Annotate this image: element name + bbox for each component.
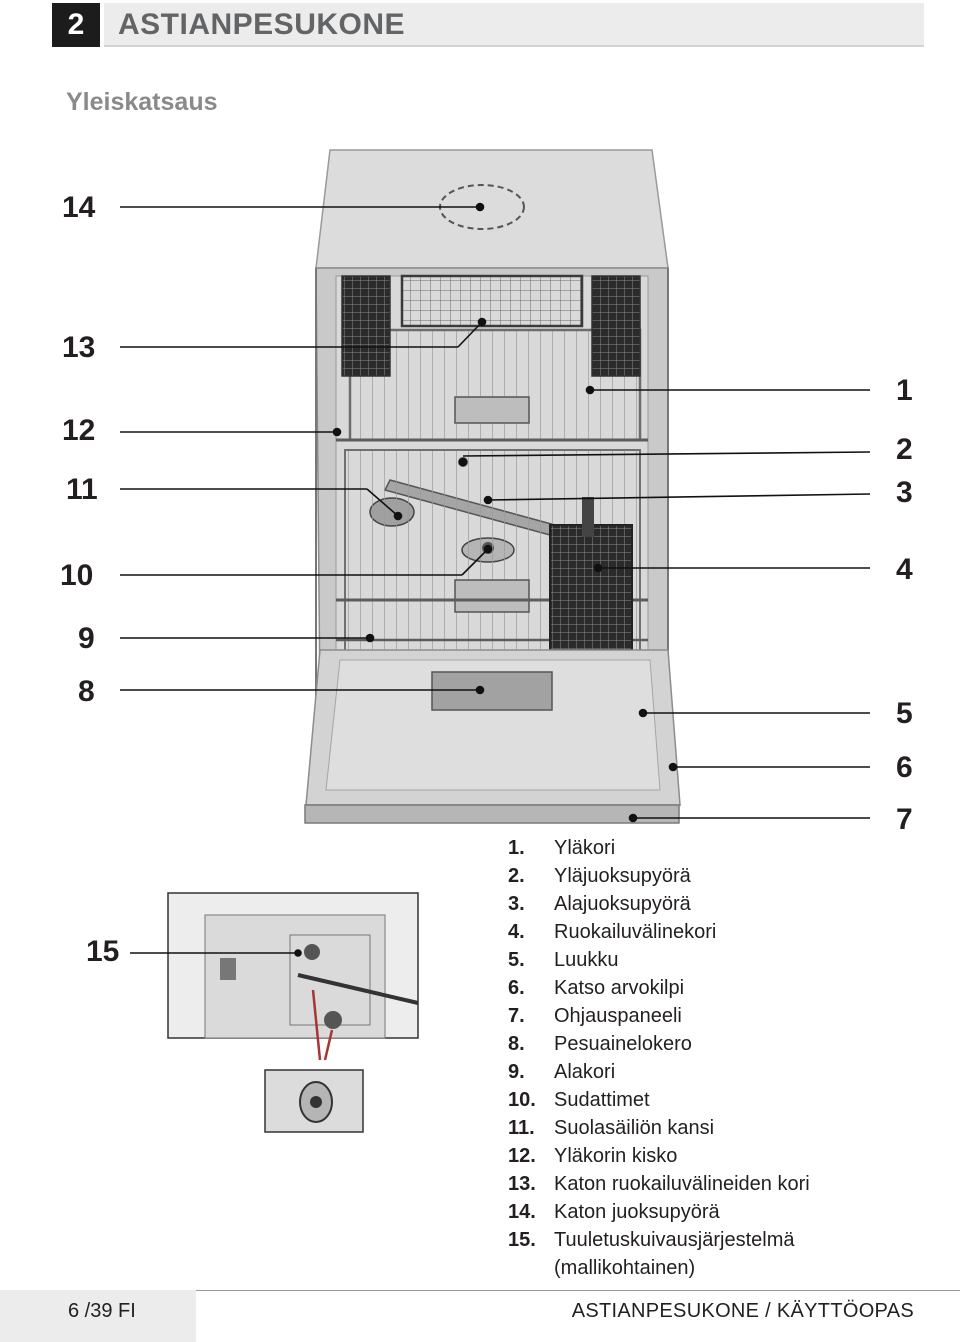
legend-item: 12.Yläkorin kisko xyxy=(508,1142,810,1170)
legend-text: Luukku xyxy=(554,949,619,972)
callout-13: 13 xyxy=(62,333,95,363)
footer-divider xyxy=(196,1290,960,1291)
legend-number: 7. xyxy=(508,1005,554,1028)
callout-4: 4 xyxy=(896,555,913,585)
legend-text: Ruokailuvälinekori xyxy=(554,921,716,944)
legend-item: 6.Katso arvokilpi xyxy=(508,974,810,1002)
legend-number: 15. xyxy=(508,1229,554,1252)
legend-number: 14. xyxy=(508,1201,554,1224)
legend-text: (mallikohtainen) xyxy=(554,1257,695,1280)
callout-10: 10 xyxy=(60,561,93,591)
parts-legend: 1.Yläkori 2.Yläjuoksupyörä 3.Alajuoksupy… xyxy=(508,834,810,1282)
callout-15: 15 xyxy=(86,937,119,967)
legend-item: 10.Sudattimet xyxy=(508,1086,810,1114)
legend-text: Katso arvokilpi xyxy=(554,977,684,1000)
callout-1: 1 xyxy=(896,376,913,406)
legend-number: 12. xyxy=(508,1145,554,1168)
legend-text: Katon ruokailuvälineiden kori xyxy=(554,1173,810,1196)
legend-text: Yläjuoksupyörä xyxy=(554,865,691,888)
callout-12: 12 xyxy=(62,416,95,446)
legend-text: Ohjauspaneeli xyxy=(554,1005,682,1028)
legend-number: 1. xyxy=(508,837,554,860)
legend-number: 2. xyxy=(508,865,554,888)
legend-item-continuation: (mallikohtainen) xyxy=(508,1254,810,1282)
callout-7: 7 xyxy=(896,805,913,835)
legend-text: Katon juoksupyörä xyxy=(554,1201,720,1224)
legend-text: Alajuoksupyörä xyxy=(554,893,691,916)
legend-item: 14.Katon juoksupyörä xyxy=(508,1198,810,1226)
legend-item: 3.Alajuoksupyörä xyxy=(508,890,810,918)
legend-item: 4.Ruokailuvälinekori xyxy=(508,918,810,946)
legend-item: 2.Yläjuoksupyörä xyxy=(508,862,810,890)
dishwasher-top xyxy=(316,150,668,268)
legend-item: 8.Pesuainelokero xyxy=(508,1030,810,1058)
legend-number: 5. xyxy=(508,949,554,972)
legend-number: 4. xyxy=(508,921,554,944)
callout-6: 6 xyxy=(896,753,913,783)
legend-text: Alakori xyxy=(554,1061,615,1084)
legend-item: 13.Katon ruokailuvälineiden kori xyxy=(508,1170,810,1198)
legend-number: 9. xyxy=(508,1061,554,1084)
legend-item: 15.Tuuletuskuivausjärjestelmä xyxy=(508,1226,810,1254)
legend-number: 8. xyxy=(508,1033,554,1056)
legend-text: Suolasäiliön kansi xyxy=(554,1117,714,1140)
callout-2: 2 xyxy=(896,435,913,465)
legend-item: 11.Suolasäiliön kansi xyxy=(508,1114,810,1142)
legend-number: 6. xyxy=(508,977,554,1000)
legend-text: Sudattimet xyxy=(554,1089,650,1112)
legend-text: Yläkori xyxy=(554,837,615,860)
legend-number: 10. xyxy=(508,1089,554,1112)
callout-8: 8 xyxy=(78,677,95,707)
legend-text: Yläkorin kisko xyxy=(554,1145,677,1168)
legend-text: Pesuainelokero xyxy=(554,1033,692,1056)
legend-text: Tuuletuskuivausjärjestelmä xyxy=(554,1229,794,1252)
legend-item: 5.Luukku xyxy=(508,946,810,974)
callout-3: 3 xyxy=(896,478,913,508)
legend-number: 3. xyxy=(508,893,554,916)
page-number: 6 /39 FI xyxy=(68,1300,136,1323)
callout-11: 11 xyxy=(66,475,98,505)
callout-14: 14 xyxy=(62,193,95,223)
callout-5: 5 xyxy=(896,699,913,729)
legend-number: 13. xyxy=(508,1173,554,1196)
ventilation-inset xyxy=(168,893,418,1132)
legend-item: 1.Yläkori xyxy=(508,834,810,862)
legend-number: 11. xyxy=(508,1117,554,1140)
upper-rack xyxy=(336,276,648,440)
legend-item: 7.Ohjauspaneeli xyxy=(508,1002,810,1030)
callout-9: 9 xyxy=(78,624,95,654)
legend-item: 9.Alakori xyxy=(508,1058,810,1086)
document-title: ASTIANPESUKONE / KÄYTTÖOPAS xyxy=(572,1300,914,1323)
dishwasher-door xyxy=(305,650,680,823)
